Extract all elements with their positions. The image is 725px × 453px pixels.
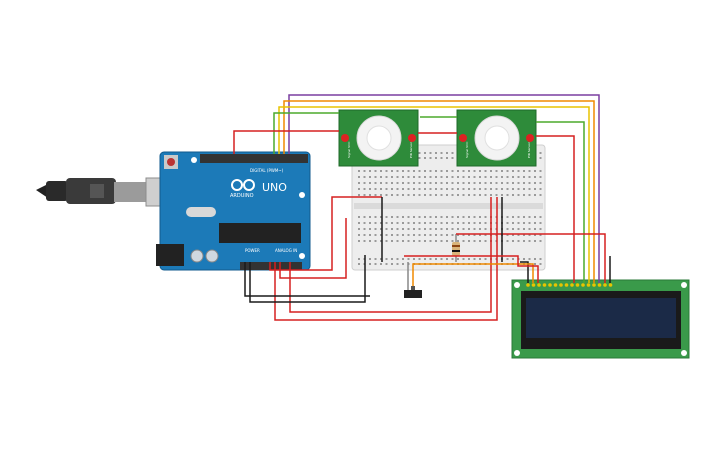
resistor[interactable] [452,234,460,262]
wires [233,94,611,321]
wire-orange-pot [412,263,534,286]
wire-red-mid [279,218,347,279]
wire-black-gnd-2 [244,262,370,297]
lcd-16x2-display[interactable] [511,279,690,359]
pir-sensor-2[interactable]: Signal VCC PIR Sensor [456,109,537,167]
wire-red-sensor-1 [233,130,339,154]
board-model-label: UNO [262,181,287,194]
usb-cable [36,177,169,207]
pir-2-left-label: Signal VCC [465,142,469,158]
wire-red-resistor [456,233,606,283]
wire-black-lcd [520,261,529,283]
wire-red-power [269,196,382,271]
arduino-logo [231,179,255,191]
pir-1-left-label: Signal VCC [347,142,351,158]
board-brand-label: ARDUINO [230,193,254,199]
wire-black-gnd [249,255,366,303]
wire-red-long [274,197,498,321]
pir-2-right-label: PIR Sensor [527,141,531,158]
potentiometer[interactable] [404,286,422,298]
wire-red-lcd-feed [289,197,492,313]
lcd-pin-header [526,283,613,287]
pir-sensor-1[interactable]: Signal VCC PIR Sensor [338,109,419,167]
digital-header-label: DIGITAL (PWM~) [250,168,284,173]
analog-header-label: ANALOG IN [275,248,297,253]
wire-purple [288,94,600,283]
arduino-uno-board[interactable]: UNO ARDUINO DIGITAL (PWM~) POWER ANALOG … [156,151,311,271]
wire-red-pot [404,255,539,283]
pir-1-right-label: PIR Sensor [409,141,413,158]
wire-orange [283,100,595,283]
power-header-label: POWER [245,248,260,253]
wire-green [273,112,585,283]
